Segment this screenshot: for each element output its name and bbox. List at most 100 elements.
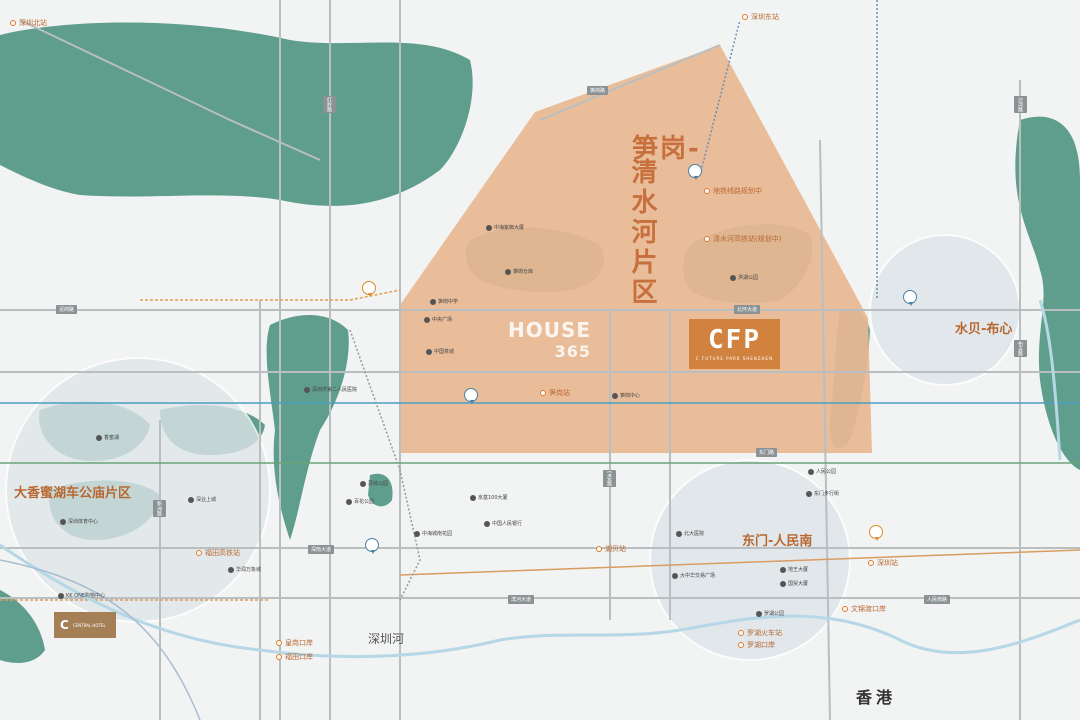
- district-dongmen-label: 东门-人民南: [742, 534, 813, 549]
- road-tag: 北环大道: [734, 305, 761, 314]
- poi-marker-icon: [672, 572, 678, 579]
- futian-mangrove: [0, 590, 45, 663]
- station-label: 深圳站: [868, 558, 898, 568]
- district-main-title-line1: 笋岗-: [632, 134, 701, 164]
- project-logo-sub: C FUTURE PARK SHENZHEN: [695, 356, 774, 361]
- station-label: 文锦渡口岸: [842, 604, 886, 614]
- project-logo[interactable]: CFP C FUTURE PARK SHENZHEN: [689, 319, 780, 369]
- hotel-logo-sub: CENTRAL HOTEL: [72, 622, 106, 628]
- station-label: 深圳北站: [10, 18, 47, 28]
- poi-marker-icon: [808, 468, 814, 475]
- road-tag: 人民南路: [924, 595, 951, 604]
- tanglang-mountain: [0, 22, 473, 206]
- station-pin-icon: [362, 281, 376, 297]
- station-label: 笋岗站: [540, 388, 570, 398]
- poi-label: 香蜜湖: [96, 434, 119, 441]
- road-tag: 深南大道: [308, 545, 335, 554]
- shenzhen-river-label: 深圳河: [368, 632, 405, 646]
- poi-marker-icon: [806, 490, 812, 497]
- station-pin-icon: [869, 525, 883, 541]
- poi-marker-icon: [780, 580, 786, 587]
- poi-marker-icon: [730, 274, 736, 281]
- station-marker-icon: [738, 642, 744, 648]
- shenzhen-river: [0, 543, 1080, 659]
- station-marker-icon: [596, 546, 602, 552]
- poi-label: KK ONE购物中心: [58, 592, 105, 599]
- poi-label: 京基100大厦: [470, 494, 508, 501]
- district-main-title-line2: 清水河片区: [627, 158, 657, 308]
- hotel-logo-mark: C: [60, 618, 69, 632]
- road-tag: 东门路: [756, 448, 778, 457]
- poi-label: 中央广场: [424, 316, 452, 323]
- road-tag: 布吉路: [1014, 340, 1027, 357]
- metro-pin-icon: [365, 538, 379, 554]
- poi-label: 百花公园: [346, 498, 374, 505]
- poi-label: 中海紫御大厦: [486, 224, 524, 231]
- poi-label: 东门步行街: [806, 490, 839, 497]
- poi-marker-icon: [96, 434, 102, 441]
- buji-river: [1038, 299, 1062, 461]
- station-label: 湖贝站: [596, 544, 626, 554]
- rail-line: [0, 559, 201, 720]
- project-logo-mark: CFP: [708, 325, 761, 355]
- poi-label: 中国人民银行: [484, 520, 522, 527]
- station-marker-icon: [842, 606, 848, 612]
- poi-marker-icon: [484, 520, 490, 527]
- station-label: 福田高铁站: [196, 548, 240, 558]
- station-marker-icon: [738, 630, 744, 636]
- poi-marker-icon: [228, 566, 234, 573]
- poi-marker-icon: [60, 518, 66, 525]
- station-marker-icon: [276, 654, 282, 660]
- poi-marker-icon: [470, 494, 476, 501]
- road-tag: 泥岗路: [56, 305, 78, 314]
- hong-kong-label: 香港: [856, 688, 897, 707]
- poi-label: 中国茶城: [426, 348, 454, 355]
- station-label: 深圳东站: [742, 12, 779, 22]
- poi-marker-icon: [58, 592, 64, 599]
- bijia-mountain: [266, 314, 349, 540]
- station-marker-icon: [704, 236, 710, 242]
- station-marker-icon: [704, 188, 710, 194]
- station-marker-icon: [196, 550, 202, 556]
- station-marker-icon: [540, 390, 546, 396]
- poi-marker-icon: [360, 480, 366, 487]
- poi-marker-icon: [346, 498, 352, 505]
- poi-marker-icon: [414, 530, 420, 537]
- watermark-line1: HOUSE: [508, 318, 592, 342]
- road-tag: 宝安路: [603, 470, 616, 487]
- poi-label: 笋岗仓库: [505, 268, 533, 275]
- road-tag: 笋岗路: [587, 86, 609, 95]
- poi-marker-icon: [612, 392, 618, 399]
- metro-pin-icon: [464, 388, 478, 404]
- zone-dongmen: [649, 459, 851, 661]
- road-tag: 沙湾路: [1014, 96, 1027, 113]
- metro-pin-icon: [903, 290, 917, 306]
- poi-marker-icon: [676, 530, 682, 537]
- poi-label: 大中华交易广场: [672, 572, 715, 579]
- station-marker-icon: [276, 640, 282, 646]
- poi-label: 深圳体育中心: [60, 518, 98, 525]
- station-marker-icon: [10, 20, 16, 26]
- road-tag: 红岭路: [323, 96, 336, 113]
- poi-label: 人民公园: [808, 468, 836, 475]
- east-reservoir: [1015, 116, 1080, 470]
- station-marker-icon: [868, 560, 874, 566]
- poi-label: 国贸大厦: [780, 580, 808, 587]
- district-shuibei-label: 水贝-布心: [955, 322, 1013, 337]
- district-west-label: 大香蜜湖车公庙片区: [14, 486, 132, 501]
- poi-marker-icon: [424, 316, 430, 323]
- poi-marker-icon: [486, 224, 492, 231]
- poi-label: 地王大厦: [780, 566, 808, 573]
- hotel-logo[interactable]: C CENTRAL HOTEL: [54, 612, 116, 638]
- poi-label: 深圳市第二人民医院: [304, 386, 357, 393]
- road-tag: 滨河大道: [508, 595, 535, 604]
- poi-marker-icon: [430, 298, 436, 305]
- poi-label: 荔枝公园: [360, 480, 388, 487]
- station-marker-icon: [742, 14, 748, 20]
- watermark-line2: 365: [554, 342, 592, 361]
- poi-label: 洪湖公园: [730, 274, 758, 281]
- station-label: 皇岗口岸: [276, 638, 313, 648]
- station-label: 罗湖火车站: [738, 628, 782, 638]
